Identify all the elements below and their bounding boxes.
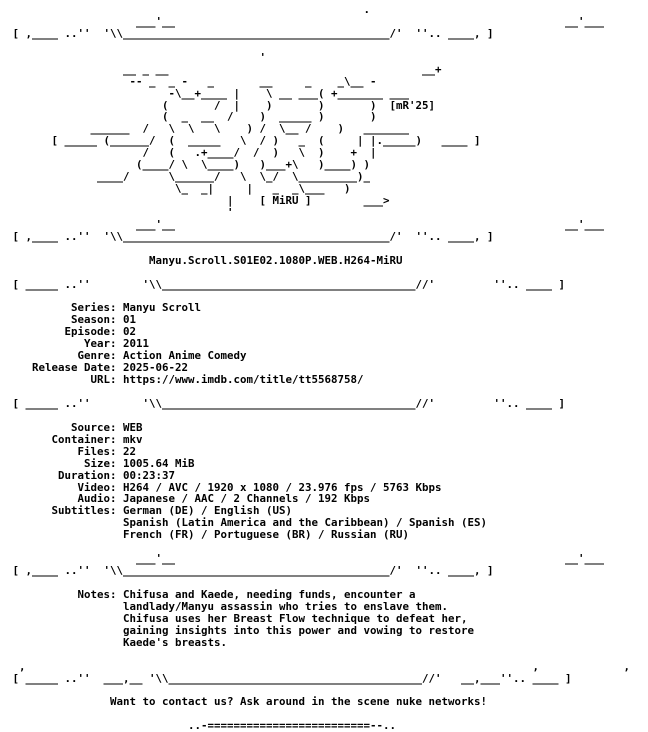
nfo-line: [6, 40, 630, 52]
nfo-line: Size: 1005.64 MiB: [6, 456, 195, 470]
nfo-line: [6, 267, 630, 279]
nfo-line: ( _ __ / ) _____ ) ): [6, 110, 377, 124]
nfo-line: Genre: Action Anime Comedy: [6, 349, 247, 363]
nfo-line: Chifusa uses her Breast Flow technique t…: [6, 611, 468, 625]
nfo-line: Files: 22: [6, 444, 137, 458]
nfo-line: ___'__ __'___: [6, 552, 605, 566]
nfo-line: Kaede's breasts.: [6, 635, 228, 649]
nfo-line: ______ / \ \ \ ) / \__ / ) _______: [6, 122, 410, 136]
nfo-line: ( / | ) ) ) [mR'25]: [6, 98, 436, 112]
nfo-line: Notes: Chifusa and Kaede, needing funds,…: [6, 587, 416, 601]
nfo-line: Duration: 00:23:37: [6, 468, 176, 482]
nfo-line: __ _ __ __+: [6, 62, 442, 76]
nfo-line: [ _____ ..'' ___,__ '\\_________________…: [6, 671, 572, 685]
nfo-line: Series: Manyu Scroll: [6, 301, 202, 315]
nfo-line: [ _____ (______/ ( _____ \ / ) _ ( | |._…: [6, 134, 481, 148]
nfo-line: ..-=========================--..: [6, 719, 397, 732]
nfo-line: -\__+____ | \ __ ___( +_______ ___: [6, 86, 410, 100]
nfo-line: URL: https://www.imdb.com/title/tt556875…: [6, 373, 364, 387]
nfo-line: [6, 649, 630, 661]
nfo-line: -- _ _ - _ __ _ _\__ -: [6, 74, 377, 88]
nfo-line: ___'__ __'___: [6, 217, 605, 231]
nfo-line: Episode: 02: [6, 325, 137, 339]
nfo-line: Season: 01: [6, 313, 137, 327]
nfo-line: Release Date: 2025-06-22: [6, 361, 189, 375]
nfo-line: (____/ \ \____) )___+\ )____) ): [6, 158, 371, 172]
nfo-line: , , ,: [6, 659, 631, 673]
nfo-line: ': [6, 205, 234, 219]
nfo-line: [6, 243, 630, 255]
nfo-line: French (FR) / Portuguese (BR) / Russian …: [6, 528, 410, 542]
nfo-line: [ ,____ ..'' '\\________________________…: [6, 26, 494, 40]
nfo-line: Manyu.Scroll.S01E02.1080P.WEB.H264-MiRU: [6, 253, 403, 267]
nfo-line: Video: H264 / AVC / 1920 x 1080 / 23.976…: [6, 480, 442, 494]
nfo-line: .: [6, 3, 371, 16]
nfo-line: [ _____ ..'' '\\________________________…: [6, 277, 566, 291]
nfo-line: Subtitles: German (DE) / English (US): [6, 504, 293, 518]
nfo-line: / ( .+____/ / ) \ ) + |: [6, 146, 377, 160]
nfo-line: Audio: Japanese / AAC / 2 Channels / 192…: [6, 492, 371, 506]
nfo-line: ___'__ __'___: [6, 14, 605, 28]
nfo-line: ____/ \______/ \ \_/ \_________)_: [6, 170, 371, 184]
nfo-line: [ ,____ ..'' '\\________________________…: [6, 564, 494, 578]
nfo-line: [ _____ ..'' '\\________________________…: [6, 396, 566, 410]
nfo-line: Year: 2011: [6, 337, 150, 351]
nfo-line: landlady/Manyu assassin who tries to ens…: [6, 599, 449, 613]
nfo-line: ': [6, 50, 267, 64]
nfo-line: [ ,____ ..'' '\\________________________…: [6, 229, 494, 243]
nfo-line: Source: WEB: [6, 420, 143, 434]
nfo-line: | [ MiRU ] ___>: [6, 194, 390, 207]
nfo-line: Want to contact us? Ask around in the sc…: [6, 695, 488, 709]
nfo-line: Spanish (Latin America and the Caribbean…: [6, 516, 488, 530]
nfo-line: \_ _| | _ _\___ ): [6, 182, 351, 196]
nfo-line: gaining insights into this power and vow…: [6, 623, 475, 637]
nfo-line: Container: mkv: [6, 432, 143, 446]
nfo-text-block: . ___'__ __'___ [ ,____ ..'' '\\________…: [6, 3, 631, 732]
